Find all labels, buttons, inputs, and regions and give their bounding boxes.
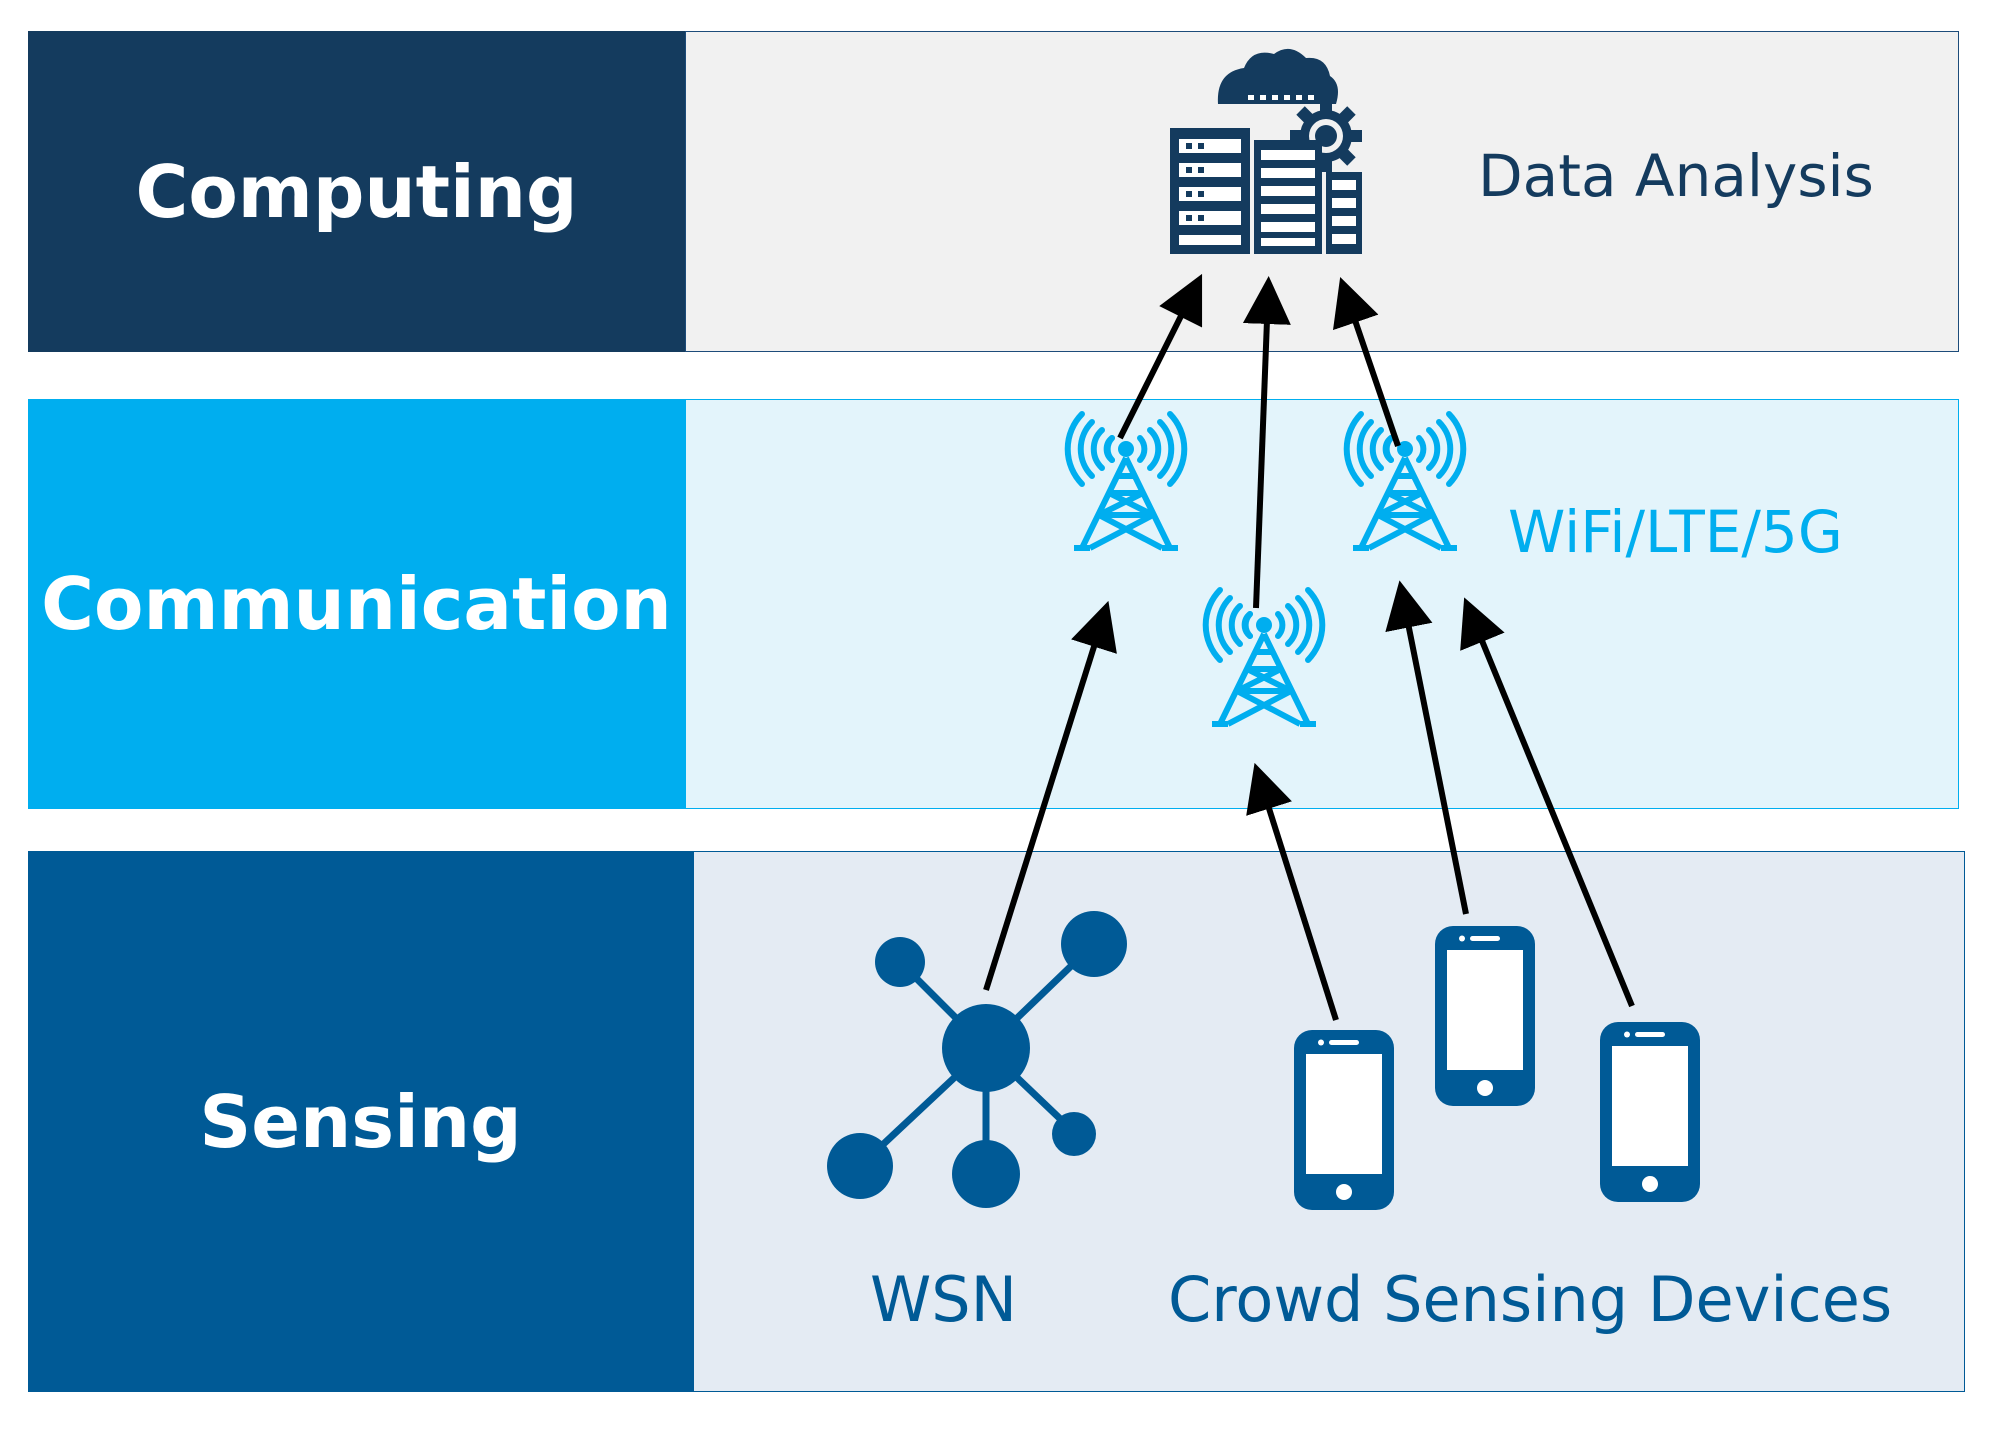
smartphone-icon-3 — [1600, 1022, 1700, 1202]
sensing-label-text: Sensing — [199, 1079, 522, 1164]
arrow-phone3-to-tower-right — [1460, 597, 1635, 1008]
arrow-tower-right-to-server — [1333, 276, 1401, 447]
communication-label-text: Communication — [41, 562, 672, 646]
data-analysis-text: Data Analysis — [1478, 142, 1874, 210]
computing-label-text: Computing — [135, 149, 578, 234]
arrow-tower-left-to-server — [1117, 273, 1203, 440]
arrow-tower-middle-to-server — [1242, 276, 1291, 609]
arrow-wsn-to-tower-left — [983, 600, 1117, 991]
arrow-phone2-to-tower-right — [1385, 580, 1469, 915]
wifi-lte-5g-text: WiFi/LTE/5G — [1508, 498, 1843, 566]
communication-layer-label: Communication — [28, 399, 685, 809]
server-cloud-gear-icon — [1170, 48, 1362, 254]
arrow-phone1-to-tower-middle — [1246, 762, 1339, 1021]
smartphone-icon-2 — [1435, 926, 1535, 1106]
crowd-sensing-devices-text: Crowd Sensing Devices — [1168, 1263, 1893, 1336]
smartphone-icon-1 — [1294, 1030, 1394, 1210]
sensing-layer-label: Sensing — [28, 851, 693, 1392]
computing-layer-label: Computing — [28, 31, 685, 352]
network-hub-icon — [827, 911, 1127, 1208]
cell-tower-icon-middle — [1206, 590, 1323, 724]
cell-tower-icon-right — [1347, 414, 1464, 548]
communication-layer-panel — [685, 399, 1959, 809]
wsn-text: WSN — [870, 1263, 1018, 1336]
cell-tower-icon-left — [1068, 414, 1185, 548]
